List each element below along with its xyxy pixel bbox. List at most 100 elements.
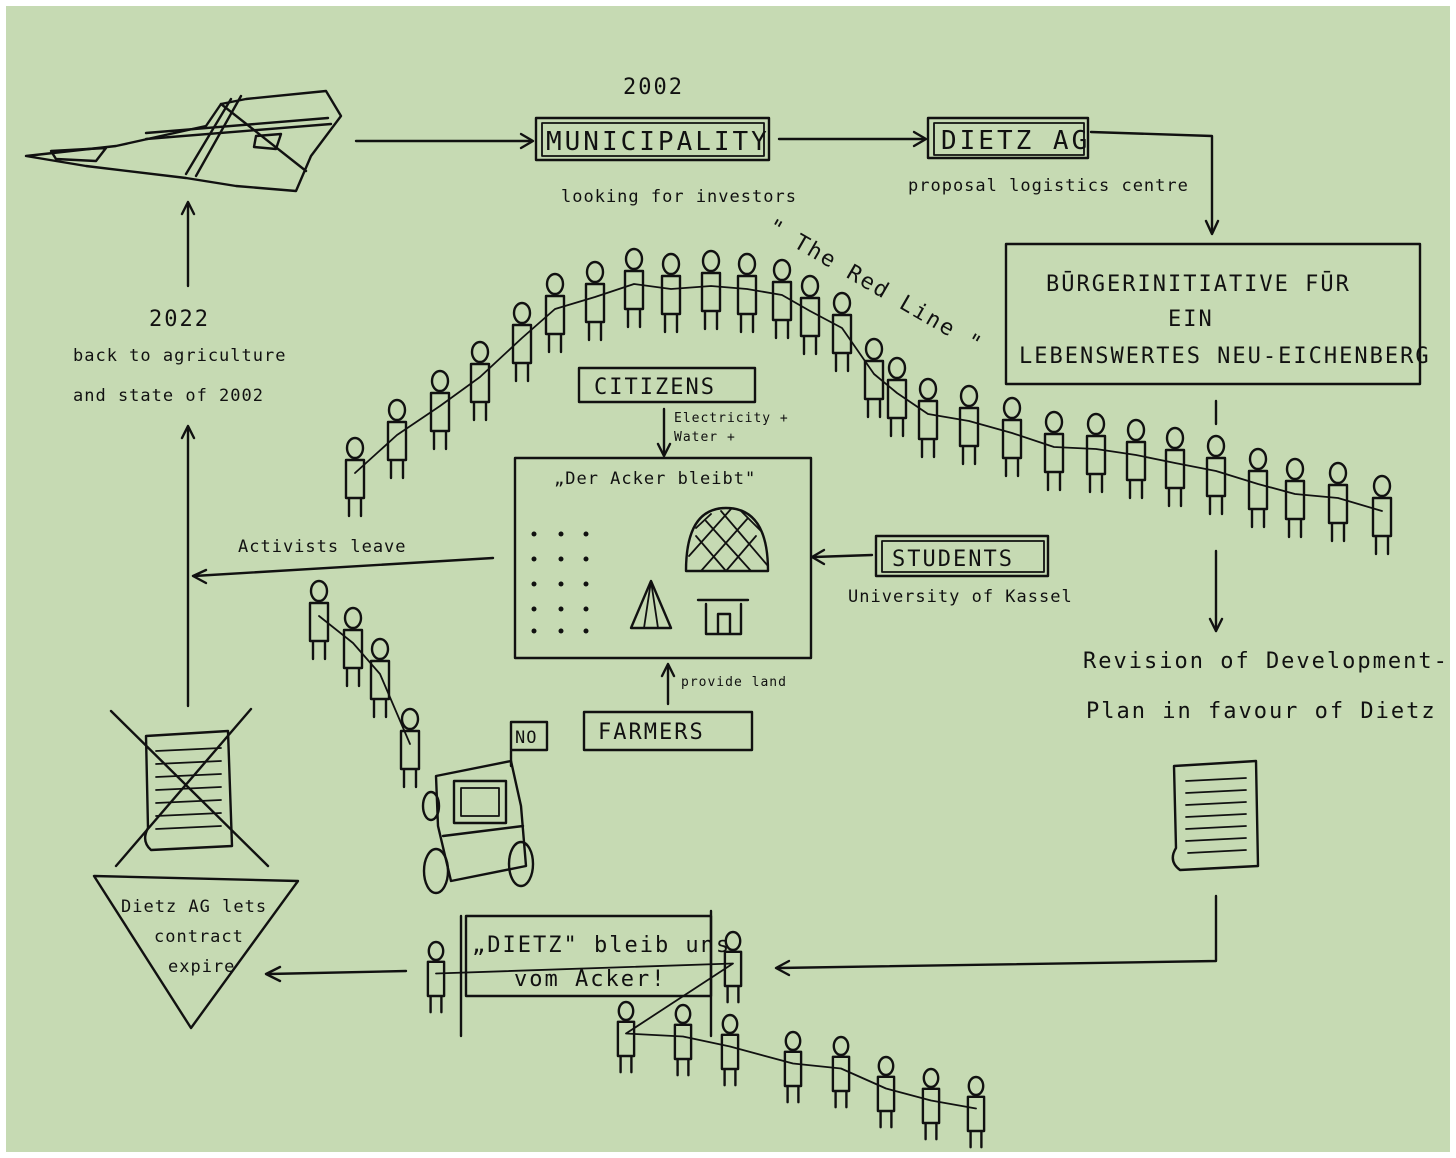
back-note-line2: and state of 2002 — [73, 386, 264, 406]
dome-icon — [684, 506, 770, 573]
initiative-line2: EIN — [1168, 307, 1214, 332]
person-figure — [736, 252, 758, 334]
citizens-note2: Water + — [674, 430, 736, 445]
initiative-line1: BŪRGERINITIATIVE FŪR — [1046, 271, 1351, 297]
crossed-document-icon — [109, 707, 270, 868]
arrow-activists-leave — [192, 556, 495, 578]
person-figure — [831, 291, 853, 373]
person-figure — [1371, 474, 1393, 556]
municipality-box — [534, 116, 771, 162]
person-figure — [723, 930, 743, 1004]
person-figure — [831, 1035, 851, 1109]
person-figure — [344, 436, 366, 518]
person-figure — [886, 356, 908, 438]
red-line-label: " The Red Line " — [763, 215, 987, 359]
person-figure — [308, 579, 330, 661]
banner-line1: „DIETZ" bleib uns — [472, 933, 731, 958]
dietz-label: DIETZ AG — [941, 126, 1090, 156]
person-figure — [1327, 461, 1349, 543]
person-figure — [369, 637, 391, 719]
people-group — [308, 247, 1393, 1149]
students-note: University of Kassel — [848, 587, 1073, 607]
crop-rows — [531, 531, 589, 634]
citizens-box — [577, 366, 757, 404]
person-figure — [1043, 410, 1065, 492]
diagram-drawing: 2002 MUNICIPALITY looking for investors … — [24, 75, 1450, 1149]
person-figure — [1284, 457, 1306, 539]
initiative-line3: LEBENSWERTES NEU-EICHENBERG — [1019, 344, 1431, 369]
fields-sketch — [24, 89, 343, 193]
holding-hands-line — [318, 615, 411, 745]
person-figure — [799, 274, 821, 356]
citizens-label: CITIZENS — [594, 375, 716, 400]
person-figure — [342, 606, 364, 688]
person-figure — [544, 272, 566, 354]
person-figure — [1001, 396, 1023, 478]
person-figure — [876, 1055, 896, 1129]
person-figure — [917, 377, 939, 459]
person-figure — [921, 1067, 941, 1141]
diagram-canvas: 2002 MUNICIPALITY looking for investors … — [6, 6, 1450, 1152]
no-sign — [509, 720, 549, 752]
document-icon — [1171, 759, 1260, 872]
acker-box — [513, 456, 813, 660]
students-label: STUDENTS — [892, 547, 1014, 572]
person-figure — [584, 260, 606, 342]
person-figure — [771, 258, 793, 340]
person-figure — [623, 247, 645, 329]
person-figure — [386, 398, 408, 480]
person-figure — [966, 1075, 986, 1149]
activists-label: Activists leave — [238, 537, 407, 557]
arrow-revision-to-protest — [776, 894, 1218, 970]
holding-hands-line — [435, 962, 977, 1110]
students-box — [874, 534, 1050, 578]
tractor-icon — [421, 749, 535, 895]
person-figure — [429, 369, 451, 451]
acker-title: „Der Acker bleibt" — [554, 469, 756, 489]
expire-line1: Dietz AG lets — [121, 897, 267, 917]
expire-line2: contract — [154, 927, 244, 947]
person-figure — [1205, 434, 1227, 516]
farmers-label: FARMERS — [598, 720, 705, 745]
person-figure — [673, 1003, 693, 1077]
year-2002-label: 2002 — [623, 75, 684, 100]
citizens-note1: Electricity + — [674, 411, 789, 426]
arrow-protest-to-expire — [266, 969, 408, 976]
person-figure — [700, 249, 722, 331]
person-figure — [616, 1000, 636, 1074]
municipality-label: MUNICIPALITY — [546, 127, 770, 157]
revision-line1: Revision of Development- — [1083, 649, 1449, 674]
person-figure — [1164, 426, 1186, 508]
municipality-note: looking for investors — [561, 187, 797, 207]
person-figure — [399, 707, 421, 789]
person-figure — [863, 337, 885, 419]
back-note-line1: back to agriculture — [73, 346, 286, 366]
person-figure — [511, 301, 533, 383]
person-figure — [720, 1013, 740, 1087]
tent-icon — [629, 579, 673, 630]
no-sign-label: NO — [515, 728, 537, 748]
revision-line2: Plan in favour of Dietz AG — [1086, 699, 1450, 724]
holding-hands-line — [354, 283, 1383, 512]
dietz-note: proposal logistics centre — [908, 176, 1189, 196]
person-figure — [1125, 418, 1147, 500]
year-2022-label: 2022 — [149, 307, 210, 332]
person-figure — [1247, 447, 1269, 529]
arrow-students-to-acker — [812, 553, 874, 559]
banner-box — [464, 914, 713, 998]
farmers-note: provide land — [681, 675, 787, 690]
person-figure — [660, 252, 682, 334]
person-figure — [783, 1030, 803, 1104]
expire-line3: expire — [168, 957, 235, 977]
dietz-box — [926, 116, 1090, 160]
arrow-dietz-to-initiative — [1089, 130, 1214, 234]
initiative-box — [1004, 242, 1422, 386]
hut-icon — [696, 598, 750, 636]
person-figure — [426, 940, 446, 1014]
person-figure — [1085, 412, 1107, 494]
farmers-box — [582, 710, 754, 752]
expire-triangle — [92, 874, 300, 1030]
person-figure — [469, 340, 491, 422]
person-figure — [958, 384, 980, 466]
banner-line2: vom Acker! — [514, 967, 666, 992]
